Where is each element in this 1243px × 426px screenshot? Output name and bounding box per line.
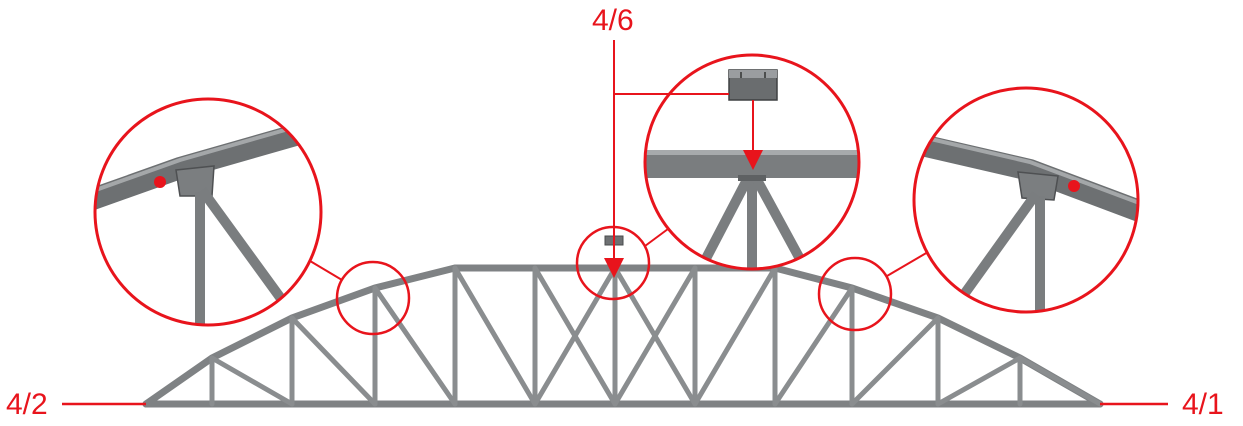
connector-right [886,251,929,277]
detail-circle-right [912,86,1140,314]
vertical-members [209,265,1023,407]
marker-dot-right [1068,180,1080,192]
label-4-6: 4/6 [592,4,634,37]
detail-marker-right [817,256,893,332]
label-4-1: 4/1 [1182,388,1224,421]
label-4-2: 4/2 [6,388,48,421]
diagonal-members [209,265,1103,407]
marker-dot-left [154,176,166,188]
detail-circle-center [643,53,861,271]
detail-marker-left [335,260,411,336]
truss-bridge [142,235,1104,408]
clip-part-icon [728,69,778,101]
detail-circle-left [93,97,323,327]
connection-plate-icon [1017,171,1059,201]
